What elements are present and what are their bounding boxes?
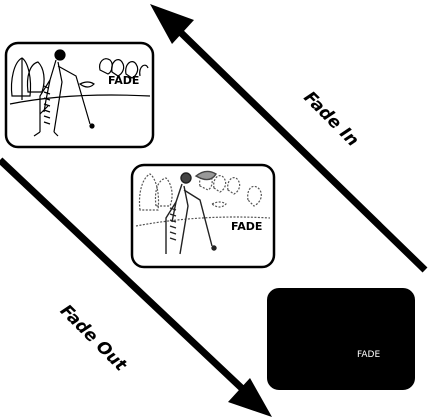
frame-full-picture xyxy=(4,41,155,149)
arrow-down-right-icon xyxy=(0,157,272,417)
frame-caption-full: FADE xyxy=(108,74,140,87)
frame-caption-black: FADE xyxy=(357,350,381,360)
frame-partially-faded xyxy=(130,163,276,269)
frame-caption-partial: FADE xyxy=(231,220,263,233)
frame-black-screen xyxy=(267,288,415,390)
golfer-illustration-icon xyxy=(9,49,151,137)
arrow-up-left-icon xyxy=(150,4,428,273)
